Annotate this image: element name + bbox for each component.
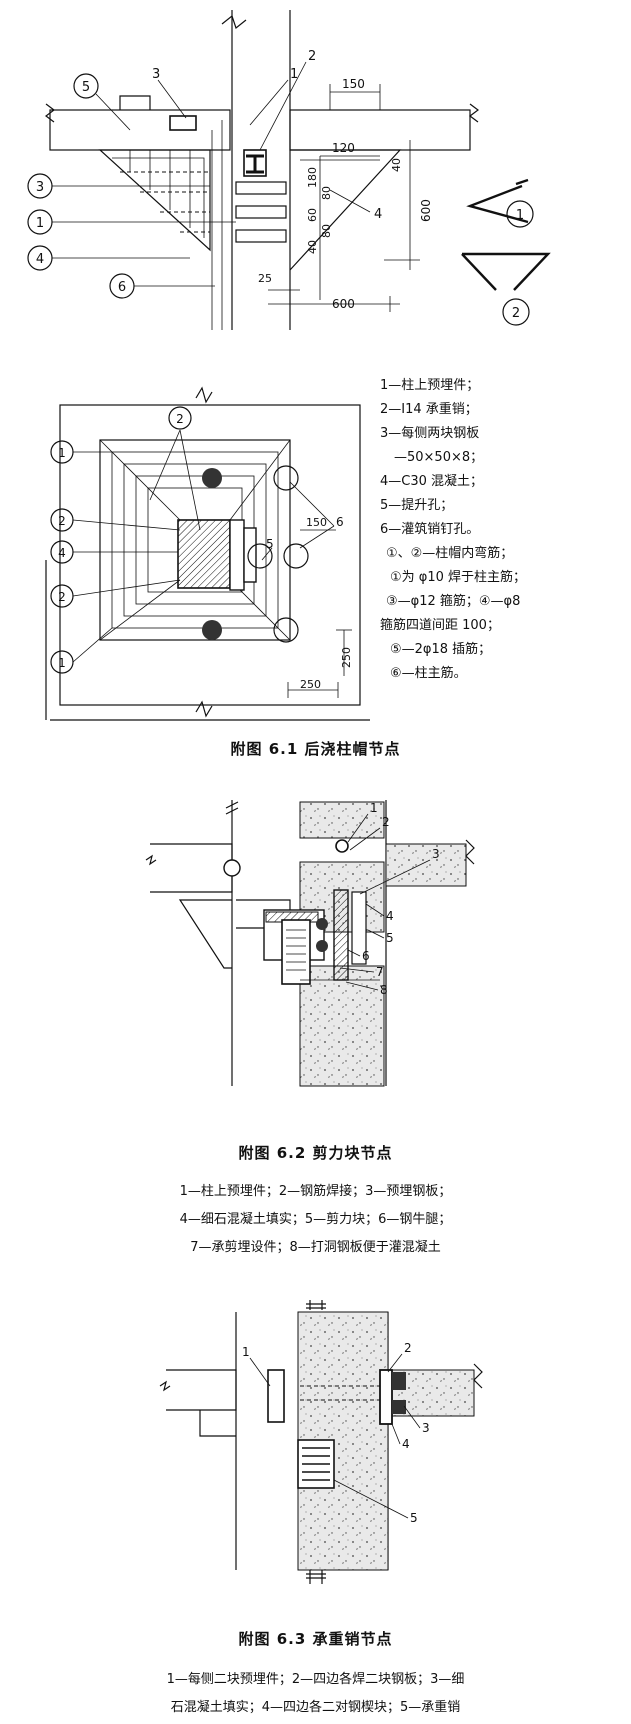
- bent-bar-sketches: 1 2: [461, 178, 551, 326]
- dim-600h: 600: [332, 297, 355, 311]
- plan-dim-250h: 250: [300, 678, 321, 691]
- figure-6-3-notes: 1—每侧二块预埋件；2—四边各焊二块钢板；3—细 石混凝土填实；4—四边各二对钢…: [0, 1666, 631, 1722]
- fig2-label: 5: [386, 931, 394, 945]
- fig2-label: 6: [362, 949, 370, 963]
- note-line: 4—细石混凝土填实；5—剪力块；6—钢牛腿；: [179, 1212, 452, 1227]
- fig2-label: 3: [432, 847, 440, 861]
- elev-callout: 4: [36, 252, 44, 267]
- plan-dim-250v: 250: [340, 647, 353, 668]
- fig2-label: 1: [370, 801, 378, 815]
- legend-item: —50×50×8；: [394, 450, 484, 465]
- figure-6-2-drawing: 1 2 3 4 5 6 7 8: [145, 800, 475, 1087]
- legend-item: 1—柱上预埋件；: [380, 378, 480, 393]
- figure-6-1: 5 3 1 4 6 3 2 1 4 150 120 180 80 60: [0, 0, 631, 800]
- plan-callout: 1: [58, 656, 66, 670]
- fig3-label: 1: [242, 1345, 250, 1359]
- legend-item: ⑤—2φ18 插筋；: [390, 642, 492, 657]
- figure-6-3-caption: 附图 6.3 承重销节点: [238, 1630, 393, 1648]
- figure-6-3-drawing: 1 2 3 4 5: [159, 1300, 483, 1584]
- figure-6-2-notes: 1—柱上预埋件；2—钢筋焊接；3—预埋钢板； 4—细石混凝土填实；5—剪力块；6…: [0, 1178, 631, 1262]
- elev-callout: 6: [118, 280, 126, 295]
- elevation-callouts: 5 3 1 4 6 3 2 1 4: [27, 49, 382, 299]
- dim-60: 60: [306, 208, 319, 222]
- dim-25: 25: [258, 272, 272, 285]
- dim-80b: 80: [320, 224, 333, 238]
- plan-label-5: 5: [266, 537, 274, 551]
- dim-40a: 40: [306, 240, 319, 254]
- dim-150: 150: [342, 77, 365, 91]
- fig2-label: 2: [382, 815, 390, 829]
- plan-callout: 2: [58, 590, 66, 604]
- legend-item: 5—提升孔；: [380, 498, 454, 513]
- fig2-label: 8: [380, 983, 388, 997]
- legend-item: 6—灌筑销钉孔。: [380, 522, 480, 537]
- fig3-label: 4: [402, 1437, 410, 1451]
- plan-callout: 2: [58, 514, 66, 528]
- dim-180: 180: [306, 167, 319, 188]
- plan-callouts: 2 1 2 4 2 1 5 6 150 250 250: [50, 406, 353, 698]
- note-line: 1—每侧二块预埋件；2—四边各焊二块钢板；3—细: [166, 1672, 465, 1687]
- figure-6-1-caption: 附图 6.1 后浇柱帽节点: [230, 740, 401, 758]
- plan-callout: 1: [58, 446, 66, 460]
- fig2-label: 4: [386, 909, 394, 923]
- legend-item: 箍筋四道间距 100；: [380, 618, 500, 633]
- fig2-label: 7: [376, 965, 384, 979]
- fig3-label: 5: [410, 1511, 418, 1525]
- elev-callout: 5: [82, 80, 90, 95]
- legend-item: 4—C30 混凝土；: [380, 474, 484, 489]
- figure-6-3: 1 2 3 4 5 附图 6.3 承重销节点 1—每侧二块预埋件；2—四边各焊二…: [0, 1300, 631, 1724]
- dim-120: 120: [332, 141, 355, 155]
- legend-item: ③—φ12 箍筋；④—φ8: [386, 594, 521, 609]
- elev-callout: 3: [36, 180, 44, 195]
- elev-leader: 2: [308, 49, 316, 64]
- legend-item: ①为 φ10 焊于柱主筋；: [390, 570, 527, 585]
- plan-callout: 4: [58, 546, 66, 560]
- column-cap-plan: [45, 386, 370, 721]
- note-line: 1—柱上预埋件；2—钢筋焊接；3—预埋钢板；: [179, 1184, 452, 1199]
- dim-40b: 40: [390, 158, 403, 172]
- fig3-label: 2: [404, 1341, 412, 1355]
- note-line: 石混凝土填实；4—四边各二对钢楔块；5—承重销: [170, 1700, 461, 1715]
- plan-callout-top: 2: [176, 412, 184, 426]
- legend-item: ⑥—柱主筋。: [390, 666, 467, 681]
- elev-leader: 1: [290, 67, 298, 82]
- note-line: 7—承剪埋设件；8—打洞钢板便于灌混凝土: [190, 1240, 441, 1255]
- figure-6-2-caption: 附图 6.2 剪力块节点: [238, 1144, 393, 1162]
- dim-600v: 600: [419, 199, 433, 222]
- figure-6-1-legend: 1—柱上预埋件； 2—I14 承重销； 3—每侧两块钢板 —50×50×8； 4…: [380, 374, 526, 686]
- bar-label-1: 1: [516, 208, 524, 223]
- elev-leader: 3: [152, 67, 160, 82]
- figure-6-3-labels: 1 2 3 4 5: [242, 1341, 430, 1525]
- elevation-dimensions: 150 120 180 80 60 80 40 40 600 25 600: [258, 77, 433, 312]
- legend-item: ①、②—柱帽内弯筋；: [386, 546, 514, 561]
- figure-6-2-labels: 1 2 3 4 5 6 7 8: [339, 801, 440, 997]
- fig3-label: 3: [422, 1421, 430, 1435]
- legend-item: 2—I14 承重销；: [380, 402, 478, 417]
- elev-callout: 1: [36, 216, 44, 231]
- figure-6-1-drawing: 5 3 1 4 6 3 2 1 4 150 120 180 80 60: [27, 10, 551, 721]
- figure-6-2: 1 2 3 4 5 6 7 8 附图 6.2 剪力块节点 1—柱上预埋件；2—钢…: [0, 800, 631, 1300]
- plan-label-6: 6: [336, 515, 344, 529]
- dim-80a: 80: [320, 186, 333, 200]
- elev-leader: 4: [374, 207, 382, 222]
- bar-label-2: 2: [512, 306, 520, 321]
- legend-item: 3—每侧两块钢板: [380, 426, 480, 441]
- plan-dim-150: 150: [306, 516, 327, 529]
